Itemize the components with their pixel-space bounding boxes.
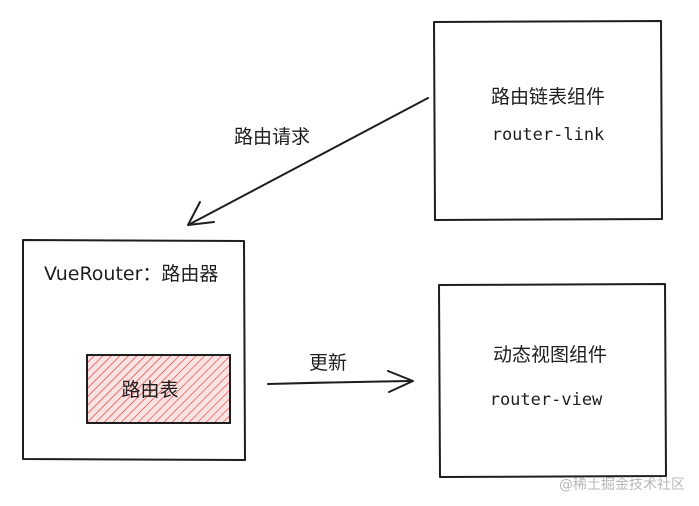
request-arrow-label: 路由请求 [234, 126, 310, 148]
vuerouter-title: VueRouter：路由器 [44, 263, 218, 285]
route-table-label: 路由表 [121, 379, 178, 401]
vuerouter-box: VueRouter：路由器 路由表 [22, 239, 246, 461]
request-arrow: 路由请求 [187, 97, 429, 226]
router-view-name: router-view [490, 390, 603, 410]
update-arrow: 更新 [267, 352, 414, 393]
router-link-name: router-link [492, 125, 605, 145]
watermark: @稀土掘金技术社区 [559, 477, 685, 493]
router-view-title: 动态视图组件 [493, 344, 607, 366]
router-view-box: 动态视图组件 router-view [438, 283, 667, 478]
router-link-title: 路由链表组件 [491, 86, 605, 108]
update-arrow-label: 更新 [309, 352, 347, 374]
route-table: 路由表 [86, 354, 231, 424]
router-link-box: 路由链表组件 router-link [433, 20, 663, 221]
